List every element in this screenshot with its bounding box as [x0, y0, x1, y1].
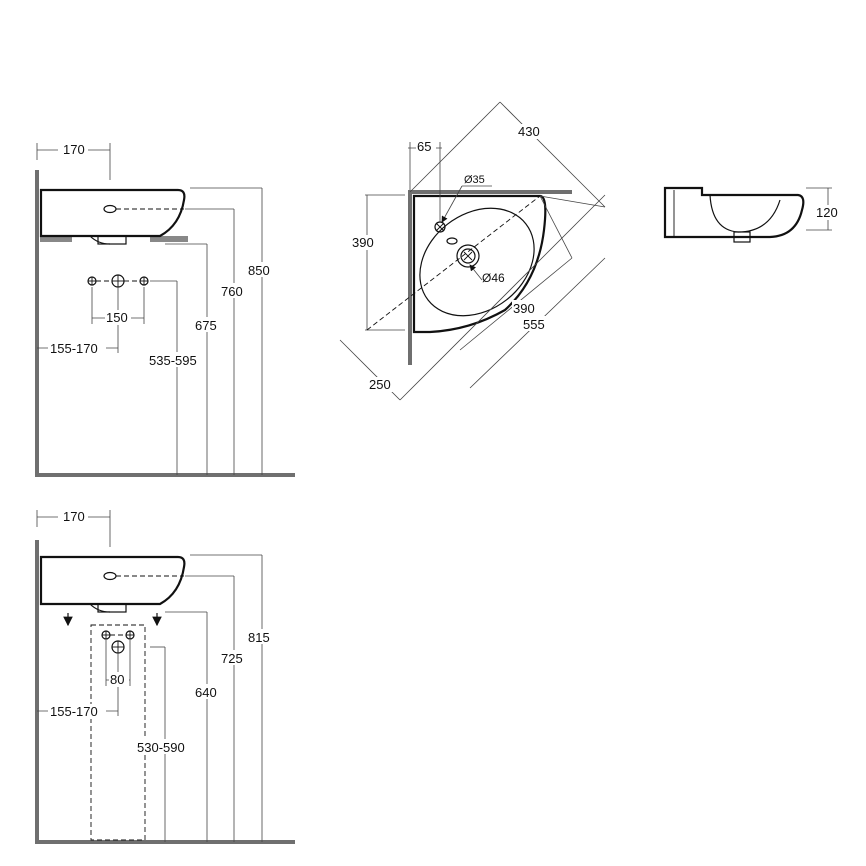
basin-body [39, 188, 186, 238]
tap-offset-label: 65 [417, 139, 431, 154]
section-depth-label: 120 [816, 205, 838, 220]
top-rim-height: 760 [221, 284, 243, 299]
bottom-drain-offset: 155-170 [50, 704, 98, 719]
bottom-outlet-height: 640 [195, 685, 217, 700]
waste-outlet [97, 235, 127, 245]
plan-corner-250-label: 250 [369, 377, 391, 392]
supply-points-2 [101, 630, 135, 654]
plan-depth-label: 390 [352, 235, 374, 250]
plan-diagonal-label: 430 [518, 124, 540, 139]
plan-side-390-label: 390 [513, 301, 535, 316]
basin-section [663, 186, 805, 239]
bottom-rim-height: 725 [221, 651, 243, 666]
bowl-plan [419, 207, 535, 317]
tap-diameter-label: Ø35 [464, 174, 485, 186]
top-side-view: 170 850 760 675 535-595 [35, 142, 295, 477]
waste-outlet-2 [97, 603, 127, 613]
section-view: 120 [663, 186, 842, 243]
plan-view: 390 65 Ø35 Ø46 430 [339, 101, 606, 401]
mounting-bracket-right [150, 236, 188, 242]
top-supply-spacing: 150 [106, 310, 128, 325]
basin-body-2 [39, 555, 186, 606]
mounting-bracket [40, 236, 72, 242]
bottom-side-view: 170 815 725 640 530-590 80 [35, 509, 295, 844]
pedestal-outline [90, 624, 146, 841]
wall-and-floor [35, 170, 295, 477]
drain-plan [456, 244, 480, 268]
bottom-supply-height: 530-590 [137, 740, 185, 755]
wall-and-floor-2 [35, 540, 295, 844]
supply-points [87, 274, 149, 288]
plan-side-555-label: 555 [523, 317, 545, 332]
top-outlet-height: 675 [195, 318, 217, 333]
bottom-supply-spacing: 80 [110, 672, 124, 687]
bottom-total-height: 815 [248, 630, 270, 645]
top-supply-height: 535-595 [149, 353, 197, 368]
basin-outline-plan [412, 194, 547, 334]
drain-diameter-label: Ø46 [482, 271, 505, 285]
bottom-projection-label: 170 [63, 509, 85, 524]
top-total-height: 850 [248, 263, 270, 278]
top-drain-offset: 155-170 [50, 341, 98, 356]
section-outlet [733, 231, 751, 243]
top-projection-label: 170 [63, 142, 85, 157]
